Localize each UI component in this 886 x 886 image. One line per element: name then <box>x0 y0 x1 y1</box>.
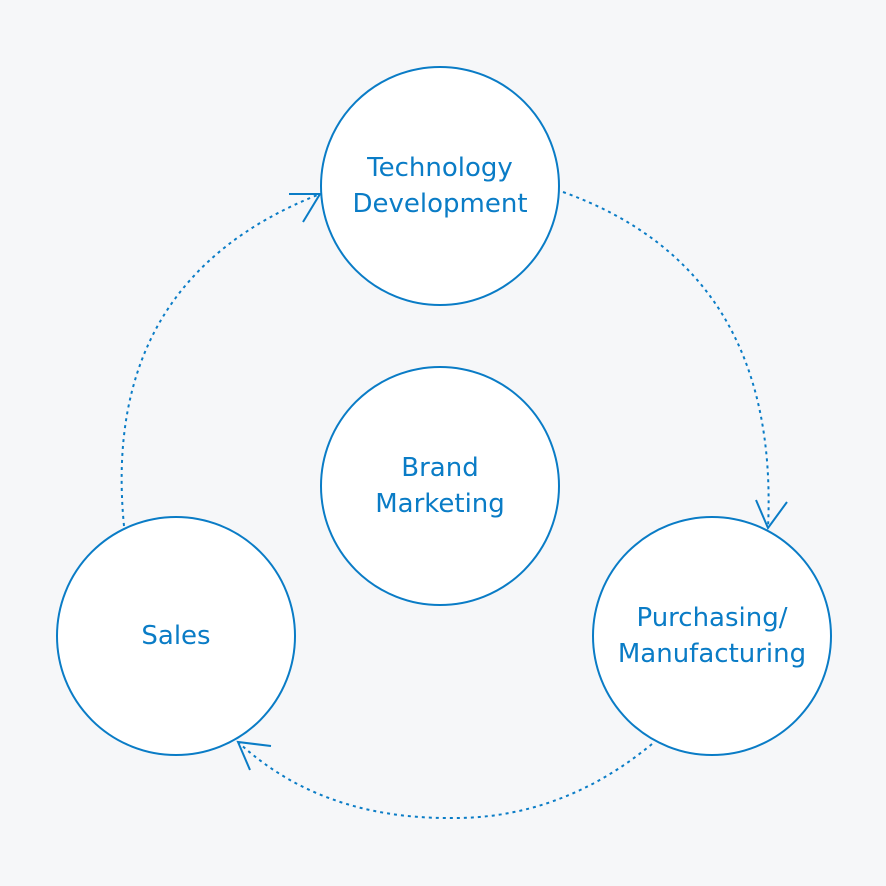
node-sales: Sales <box>56 516 296 756</box>
node-brand-marketing-label: Brand Marketing <box>375 453 505 519</box>
arrowhead-sales-icon <box>236 740 272 771</box>
node-brand-marketing: Brand Marketing <box>320 366 560 606</box>
node-sales-label: Sales <box>141 621 211 651</box>
node-purchasing-manufacturing-label: Purchasing/ Manufacturing <box>617 603 807 669</box>
node-purchasing-manufacturing: Purchasing/ Manufacturing <box>592 516 832 756</box>
connector-sales-to-tech <box>120 193 321 527</box>
node-technology-development: Technology Development <box>320 66 560 306</box>
connector-tech-to-purchasing <box>562 191 770 529</box>
arrowhead-purchasing-icon <box>755 499 788 531</box>
arrowhead-tech-icon <box>289 193 322 223</box>
node-technology-development-label: Technology Development <box>352 153 528 219</box>
connector-purchasing-to-sales <box>237 741 653 820</box>
